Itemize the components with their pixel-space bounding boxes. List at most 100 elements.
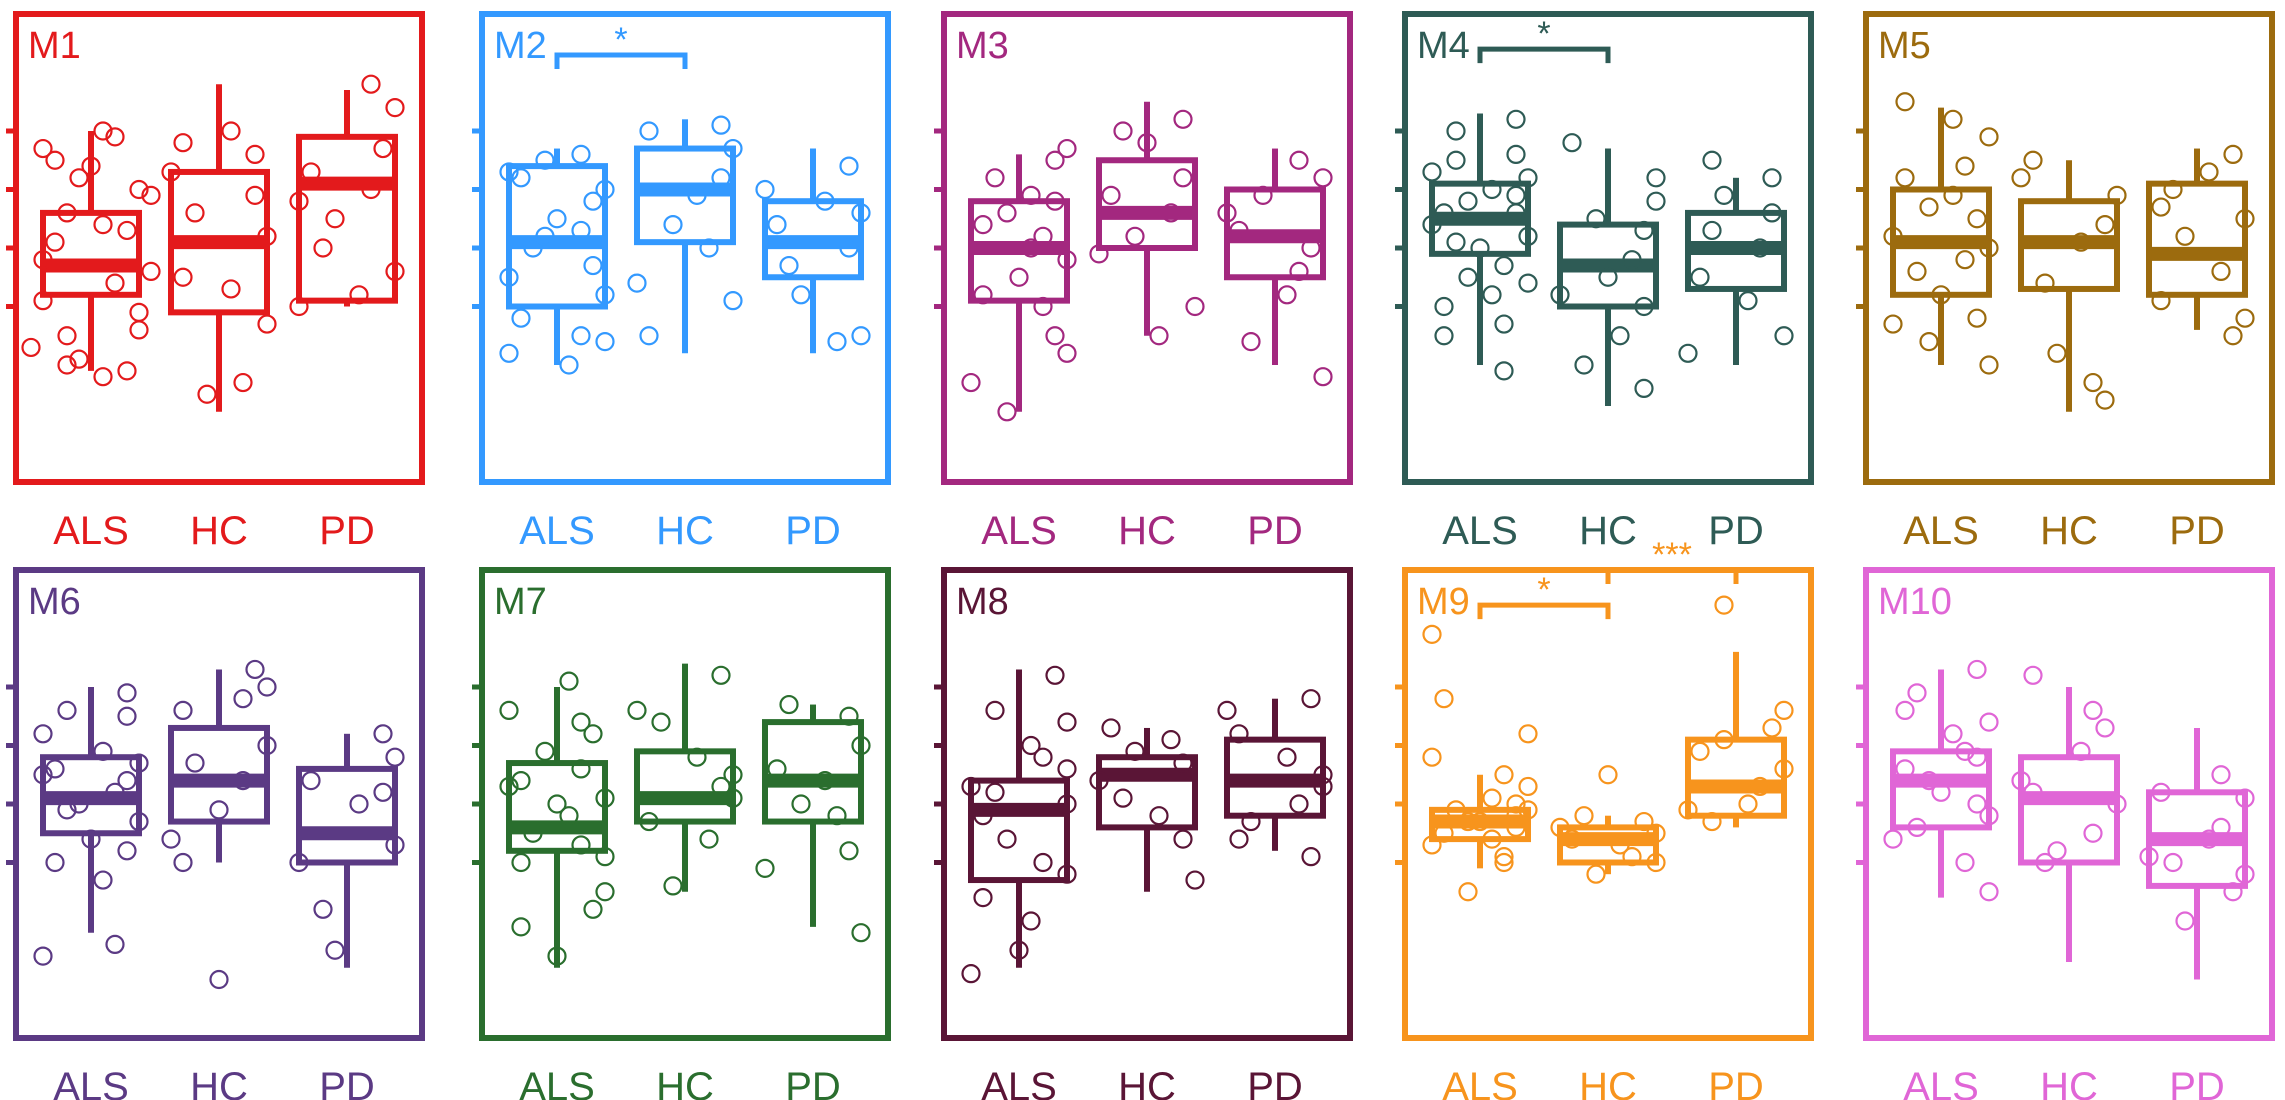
data-point [1562,133,1582,153]
x-tick-label: HC [190,509,248,553]
data-point [723,788,743,808]
data-point [639,326,659,346]
data-point [2211,765,2231,785]
data-point [2095,718,2115,738]
data-point [1506,185,1526,205]
box-pd [1224,148,1326,365]
data-point [69,794,89,814]
data-point [523,238,543,258]
x-tick-label: HC [1579,1065,1637,1100]
panel-frame [1402,11,1814,485]
bracket-line [1477,46,1611,64]
data-point [827,806,847,826]
data-point [141,185,161,205]
box-hc [1557,815,1659,875]
data-point [21,337,41,358]
box-pd [2146,148,2248,330]
data-point [1009,940,1029,960]
x-tick-label: ALS [1903,1065,1979,1100]
data-point [1702,150,1722,170]
data-point [1458,811,1478,832]
data-point [1967,747,1987,767]
x-tick-label: PD [1708,509,1764,553]
data-point [45,232,65,252]
data-point [571,144,591,164]
data-point [595,788,615,808]
box-pd [1685,651,1787,828]
data-point [233,689,253,709]
data-point [349,285,369,305]
data-point [1458,882,1478,902]
data-point [1518,168,1538,188]
data-point [1125,226,1145,246]
box-hc [168,84,270,412]
data-point [2199,162,2219,182]
data-point [1434,689,1454,709]
data-point [2163,179,2183,200]
x-tick-label: ALS [53,509,129,553]
significance-stars: * [614,21,627,59]
data-point [1494,847,1514,867]
data-point [245,185,265,205]
data-point [1690,267,1710,287]
data-point [627,700,647,721]
data-point [1702,811,1722,832]
data-point [1762,168,1782,188]
data-point [105,782,125,802]
data-point [1482,788,1502,808]
data-point [1021,185,1041,205]
data-point [1482,829,1502,849]
panel-frame [479,567,891,1041]
data-point [1646,168,1666,188]
box-iqr [1096,754,1198,831]
box-hc [2018,160,2120,412]
bracket-line [554,52,688,69]
box-iqr [1685,736,1787,819]
data-point [1241,811,1261,832]
data-point [2095,390,2115,410]
data-point [1506,806,1526,826]
data-point [93,870,113,890]
data-point [197,384,217,404]
significance-bracket: * [1477,571,1611,620]
panel-frame [1402,567,1814,1041]
data-point [767,215,787,235]
data-point [1494,255,1514,276]
data-point [1634,296,1654,317]
data-point [105,934,125,955]
data-point [1057,138,1077,159]
data-point [639,811,659,832]
box-iqr [634,748,736,825]
data-point [499,267,519,287]
data-point [1634,378,1654,398]
data-point [2035,852,2055,873]
data-point [1277,747,1297,767]
data-point [1446,232,1466,252]
data-point [499,700,519,721]
data-point [1137,133,1157,153]
box-pd [2146,727,2248,980]
data-point [1678,343,1698,363]
data-point [173,133,193,153]
data-point [1883,314,1903,334]
x-tick-label: PD [1247,509,1303,553]
data-point [1931,782,1951,802]
data-point [1422,624,1442,644]
data-point [1494,361,1514,381]
data-point [1738,291,1758,311]
data-point [1422,747,1442,767]
data-point [1470,811,1490,832]
data-point [1979,238,1999,258]
data-point [2107,794,2127,814]
data-point [1229,829,1249,849]
data-point [973,285,993,305]
panel-title: M1 [28,25,81,67]
data-point [1301,847,1321,867]
significance-bracket: * [554,21,688,69]
data-point [1045,191,1065,211]
data-point [93,215,113,235]
data-point [1622,250,1642,270]
